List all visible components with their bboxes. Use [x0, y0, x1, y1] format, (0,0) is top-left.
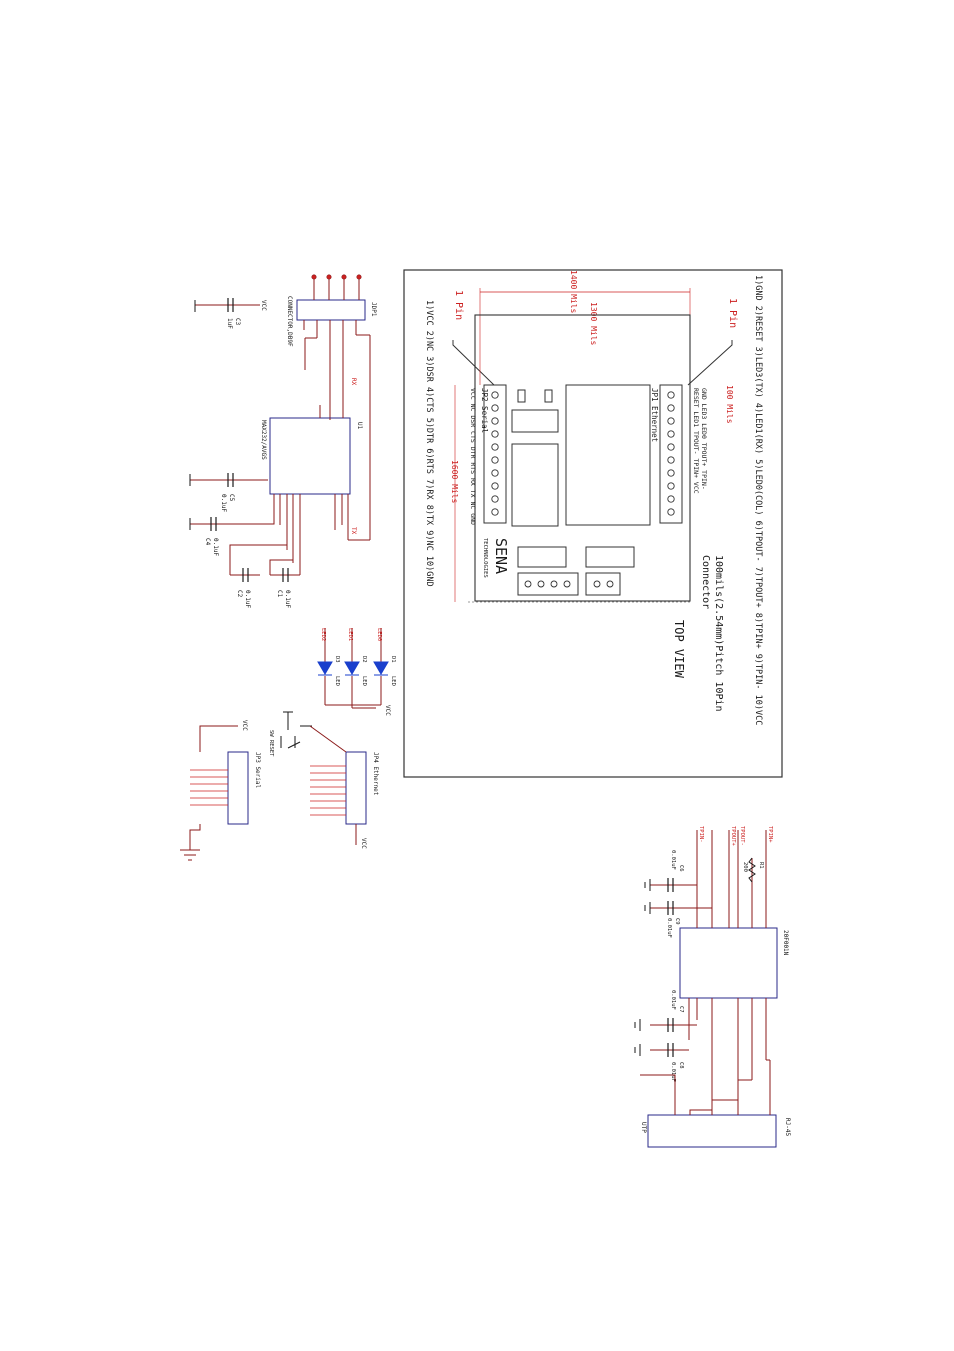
led-part-label-1: LED — [390, 676, 396, 686]
c4-capacitor: C4 0.1uF — [189, 517, 275, 556]
jp2-serial-label: JP2 Serial — [480, 388, 489, 433]
vcc-label-led: VCC — [384, 705, 391, 716]
dimension-1600-mils: 1600 Mils — [450, 460, 459, 504]
db9-part-label: CONNECTOR,DB9F — [286, 296, 293, 347]
jp1-ethernet-label: JP1 Ethernet — [650, 388, 659, 442]
jp4-ethernet-header: JP4 Ethernet VCC — [309, 725, 379, 849]
r1-value: 200 — [742, 862, 748, 872]
c7-label: C7 — [678, 1006, 684, 1013]
c2-capacitor: C2 0.1uF — [229, 544, 288, 608]
led-part-label-3: LED — [334, 676, 340, 686]
c9-value: 0.01uF — [666, 918, 672, 938]
jp4-label: JP4 Ethernet — [372, 752, 379, 796]
c8-value: 0.01uF — [670, 1062, 676, 1082]
c7-value: 0.01uF — [670, 990, 676, 1010]
sw-reset-label: SW RESET — [268, 730, 274, 757]
connector-label: Connector — [700, 555, 711, 609]
c9-label: C9 — [674, 918, 680, 925]
c1-label: C1 — [276, 590, 283, 598]
tpout-plus-net: TPOUT+ — [730, 826, 736, 847]
tpout-minus-net: TPOUT- — [739, 826, 745, 846]
dimension-1400-mils: 1400 Mils — [569, 270, 578, 314]
jp1-pin-names-a: GND LED3 LED0 TPOUT+ TPIN- — [700, 388, 708, 490]
serial-pinout-note: 1)VCC 2)NC 3)DSR 4)CTS 5)DTR 6)RTS 7)RX … — [424, 300, 434, 587]
dimension-1300-mils: 1300 Mils — [589, 302, 598, 346]
pin1-top-label: 1 Pin — [727, 298, 738, 328]
vcc-label-jp4: VCC — [360, 838, 367, 849]
jp3-serial-header: VCC JP3 Serial — [180, 720, 261, 861]
jp1-pin-names-b: RESET LED1 TPOUT- TPIN+ VCC — [692, 388, 700, 494]
rj45-connector: RJ-45 UTP — [640, 1060, 791, 1148]
pin1-bottom-label: 1 Pin — [453, 290, 464, 320]
u1-max232: U1 MAX232/AVGS RX TX — [260, 378, 363, 575]
c5-label: C5 — [228, 494, 235, 502]
rx-net-label: RX — [350, 378, 357, 386]
led0-net-label: LED0 — [376, 628, 382, 641]
d1-label: D1 — [390, 656, 396, 663]
top-view-title: TOP VIEW — [672, 620, 686, 679]
led-part-label-2: LED — [361, 676, 367, 686]
connector-pitch-label: 100mils(2.54mm)Pitch 10Pin — [713, 555, 724, 712]
db9-connector: JDP1 CONNECTOR,DB9F — [286, 274, 377, 541]
led2-net-label: LED2 — [320, 628, 326, 641]
c1-value: 0.1uF — [284, 590, 291, 608]
c2-label: C2 — [236, 590, 243, 598]
top-view-drawing: 1)GND 2)RESET 3)LED3(TX) 4)LED1(RX) 5)LE… — [403, 269, 783, 778]
c6-value: 0.01uF — [670, 850, 676, 870]
c1-capacitor: C1 0.1uF — [269, 559, 300, 608]
jp3-label: JP3 Serial — [254, 752, 261, 789]
c4-label: C4 — [204, 538, 211, 546]
transformer-part-label: 20F001N — [782, 930, 789, 956]
max232-part-label: MAX232/AVGS — [260, 420, 267, 460]
c4-value: 0.1uF — [212, 538, 219, 556]
led1-net-label: LED1 — [347, 628, 353, 641]
c2-value: 0.1uF — [244, 590, 251, 608]
jp2-pin-names: VCC NC DSR CTS DTR RTS RX TX NC GND — [469, 388, 477, 525]
jp2-header — [483, 384, 507, 524]
jp1-header — [659, 384, 683, 524]
sena-technologies-text: TECHNOLOGIES — [482, 538, 488, 578]
utp-label: UTP — [640, 1122, 647, 1133]
c5-value: 0.1uF — [220, 494, 227, 512]
c3-label: C3 — [234, 318, 241, 326]
sena-logo-text: SENA — [492, 538, 510, 574]
led-group: LED2 LED1 LED0 D3 D2 D1 LED LED LED VCC — [317, 628, 396, 716]
ethernet-pinout-note: 1)GND 2)RESET 3)LED3(TX) 4)LED1(RX) 5)LE… — [753, 275, 763, 725]
tpin-plus-net: TPIN+ — [767, 826, 773, 843]
ethernet-transformer: 20F001N R1 200 C6 0.01uF C9 0.01uF C7 0.… — [634, 826, 789, 1110]
tx-net-label: TX — [350, 527, 357, 535]
c8-label: C8 — [678, 1062, 684, 1069]
d2-label: D2 — [361, 656, 367, 663]
c3-value: 1uF — [226, 318, 233, 329]
u1-label: U1 — [356, 422, 363, 430]
jdp1-label: JDP1 — [370, 302, 377, 317]
c3-capacitor: VCC C3 1uF — [194, 298, 267, 329]
d3-label: D3 — [334, 656, 340, 663]
tpin-minus-net: TPIN- — [698, 826, 704, 843]
r1-label: R1 — [758, 862, 764, 869]
vcc-label-top: VCC — [260, 300, 267, 311]
rj45-label: RJ-45 — [784, 1118, 791, 1136]
vcc-label-jp3: VCC — [241, 720, 248, 731]
c6-label: C6 — [678, 865, 684, 872]
c5-capacitor: C5 0.1uF — [189, 473, 268, 512]
dimension-100-mils: 100 Mils — [725, 385, 734, 424]
reset-switch: SW RESET — [268, 711, 312, 757]
